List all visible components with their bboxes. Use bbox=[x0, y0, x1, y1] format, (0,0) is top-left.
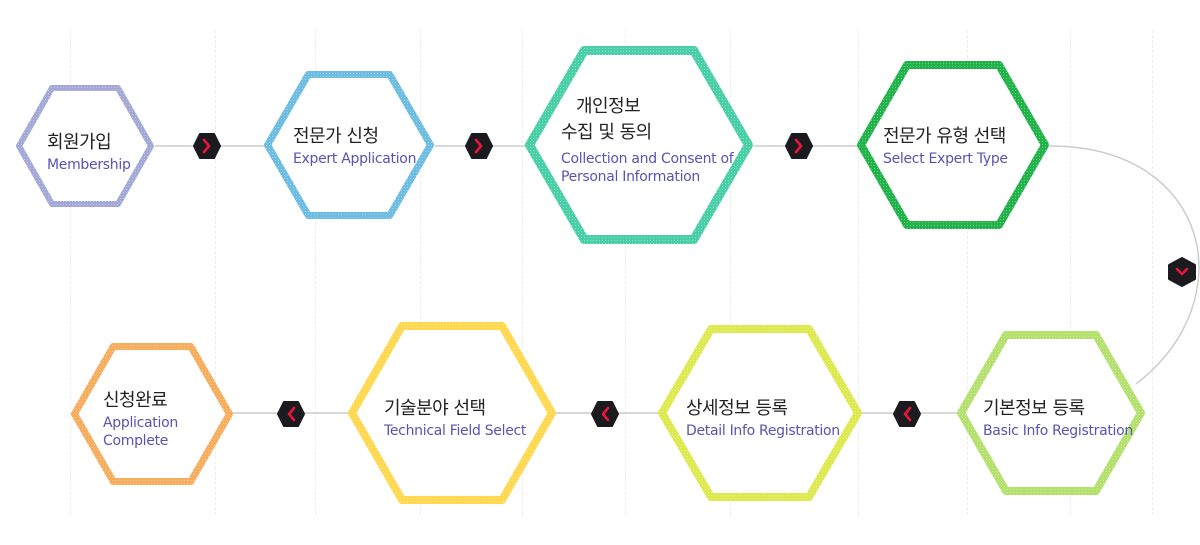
hexagon-shape bbox=[857, 61, 1049, 229]
hexagon-outline bbox=[658, 325, 862, 501]
hexagon-outline bbox=[16, 85, 154, 207]
step-title-ko: 기본정보 등록 bbox=[983, 398, 1085, 419]
guide-line bbox=[70, 30, 71, 515]
step-title-en: Detail Info Registration bbox=[686, 423, 840, 439]
back-arrow-icon bbox=[276, 398, 306, 434]
arrow-badge bbox=[785, 133, 813, 159]
step-title-en: Technical Field Select bbox=[384, 423, 527, 439]
hexagon-shape bbox=[71, 343, 233, 485]
hexagon-shape bbox=[264, 71, 434, 219]
step-expert-application bbox=[263, 70, 435, 220]
step-field-select-label: 기술분야 선택 Technical Field Select bbox=[384, 396, 526, 440]
step-basic-info-label: 기본정보 등록 Basic Info Registration bbox=[983, 396, 1133, 440]
guide-line bbox=[858, 30, 859, 515]
hexagon-outline bbox=[857, 61, 1049, 229]
step-expert-type-label: 전문가 유형 선택 Select Expert Type bbox=[883, 124, 1008, 168]
step-basic-info bbox=[956, 330, 1146, 496]
step-membership-label: 회원가입 Membership bbox=[47, 130, 131, 174]
step-consent-label: 개인정보 수집 및 동의 Collection and Consent of P… bbox=[561, 94, 734, 186]
step-title-en: Expert Application bbox=[293, 151, 417, 167]
arrow-badge bbox=[591, 401, 619, 427]
guide-line bbox=[1152, 30, 1153, 515]
hexagon-shape bbox=[16, 85, 154, 207]
step-title-ko: 상세정보 등록 bbox=[686, 398, 788, 419]
step-title-ko-line1: 개인정보 bbox=[576, 96, 641, 117]
guide-line bbox=[1070, 30, 1071, 515]
arrow-badge bbox=[193, 133, 221, 159]
arrow-badge bbox=[1168, 257, 1196, 287]
step-title-en-line2: Complete bbox=[103, 433, 169, 449]
hexagon-outline bbox=[525, 46, 753, 244]
hexagon-outline bbox=[264, 71, 434, 219]
hexagon-outline bbox=[348, 322, 556, 504]
step-expert-type bbox=[856, 60, 1050, 230]
step-title-en: Select Expert Type bbox=[883, 151, 1008, 167]
back-arrow-icon bbox=[590, 398, 620, 434]
step-title-en: Basic Info Registration bbox=[983, 423, 1133, 439]
guide-line bbox=[420, 30, 421, 515]
connector-curve bbox=[1049, 145, 1200, 385]
next-arrow-icon bbox=[464, 130, 494, 166]
step-complete bbox=[70, 342, 234, 486]
hexagon-outline bbox=[71, 343, 233, 485]
step-title-en: Membership bbox=[47, 157, 131, 173]
step-title-en-line2: Personal Information bbox=[561, 169, 701, 185]
back-arrow-icon bbox=[892, 398, 922, 434]
guide-line bbox=[522, 30, 523, 515]
step-detail-info bbox=[657, 324, 863, 502]
step-title-ko-line2: 수집 및 동의 bbox=[561, 122, 652, 143]
guide-line bbox=[730, 30, 731, 515]
step-title-ko: 전문가 신청 bbox=[293, 126, 379, 147]
hexagon-shape bbox=[658, 325, 862, 501]
hexagon-shape bbox=[957, 331, 1145, 495]
hexagon-outline bbox=[957, 331, 1145, 495]
step-title-ko: 신청완료 bbox=[103, 390, 168, 411]
step-complete-label: 신청완료 Application Complete bbox=[103, 388, 178, 450]
step-consent bbox=[524, 45, 754, 245]
step-expert-application-label: 전문가 신청 Expert Application bbox=[293, 124, 416, 168]
guide-line bbox=[215, 30, 216, 515]
guide-line bbox=[625, 30, 626, 515]
step-membership bbox=[15, 84, 155, 208]
hexagon-shape bbox=[525, 46, 753, 244]
guide-line bbox=[967, 30, 968, 515]
arrow-badge bbox=[277, 401, 305, 427]
step-title-en-line1: Collection and Consent of bbox=[561, 151, 734, 167]
next-arrow-icon bbox=[192, 130, 222, 166]
arrow-badge bbox=[893, 401, 921, 427]
guide-line bbox=[315, 30, 316, 515]
step-title-en-line1: Application bbox=[103, 415, 178, 431]
arrow-badge bbox=[465, 133, 493, 159]
step-detail-info-label: 상세정보 등록 Detail Info Registration bbox=[686, 396, 840, 440]
down-arrow-icon bbox=[1167, 256, 1197, 292]
next-arrow-icon bbox=[784, 130, 814, 166]
step-title-ko: 전문가 유형 선택 bbox=[883, 126, 1006, 147]
step-title-ko: 기술분야 선택 bbox=[384, 398, 486, 419]
hexagon-shape bbox=[348, 322, 556, 504]
step-field-select bbox=[347, 321, 557, 505]
step-title-ko: 회원가입 bbox=[47, 132, 112, 153]
